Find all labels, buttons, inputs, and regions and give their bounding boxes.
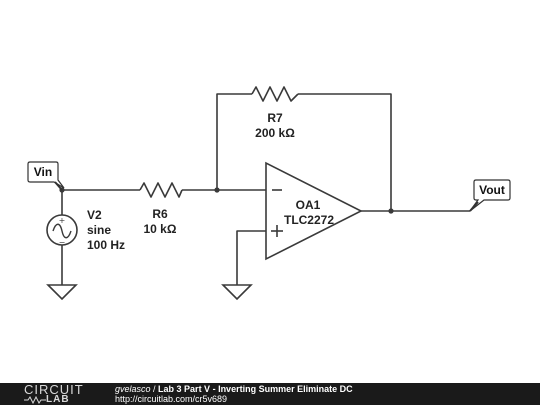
wire-feedback-left bbox=[216, 93, 252, 190]
ground-opamp bbox=[221, 284, 253, 301]
oa1-part: TLC2272 bbox=[284, 213, 334, 227]
vin-tag-icon bbox=[27, 161, 65, 189]
node-label-vout[interactable]: Vout bbox=[469, 179, 511, 212]
vin-tag-pointer bbox=[54, 181, 63, 191]
vout-tag-pointer bbox=[469, 201, 479, 212]
v2-name: V2 bbox=[87, 208, 102, 222]
circuitlab-logo[interactable]: CIRCUIT LAB bbox=[24, 383, 96, 405]
r7-value: 200 kΩ bbox=[255, 126, 295, 140]
ground-icon bbox=[221, 284, 253, 301]
resistor-r7-zigzag bbox=[251, 86, 299, 102]
node-label-vin[interactable]: Vin bbox=[27, 161, 65, 191]
footer-info: gvelasco / Lab 3 Part V - Inverting Summ… bbox=[115, 384, 353, 404]
junction-dot-inv bbox=[214, 187, 220, 193]
logo-text-lab-row: LAB bbox=[24, 395, 70, 405]
vout-tag-icon bbox=[469, 179, 511, 212]
logo-text-circuit: CIRCUIT bbox=[24, 382, 84, 397]
footer-bar: CIRCUIT LAB gvelasco / Lab 3 Part V - In… bbox=[0, 383, 540, 405]
resistor-r7[interactable]: R7 200 kΩ bbox=[251, 86, 299, 140]
wire-feedback-right bbox=[298, 93, 392, 211]
wires bbox=[61, 93, 470, 285]
v2-type: sine bbox=[87, 223, 111, 237]
ground-v2 bbox=[46, 284, 78, 301]
voltage-source-v2[interactable]: + − V2 sine 100 Hz bbox=[46, 208, 125, 252]
vout-label: Vout bbox=[479, 183, 505, 197]
opamp-triangle-icon bbox=[265, 161, 363, 261]
footer-separator: / bbox=[150, 384, 159, 394]
oa1-name: OA1 bbox=[296, 198, 321, 212]
resistor-r6-zigzag bbox=[139, 182, 183, 198]
footer-user[interactable]: gvelasco bbox=[115, 384, 151, 394]
footer-title: Lab 3 Part V - Inverting Summer Eliminat… bbox=[158, 384, 353, 394]
logo-resistor-icon bbox=[24, 396, 46, 404]
v2-freq: 100 Hz bbox=[87, 238, 125, 252]
footer-title-line: gvelasco / Lab 3 Part V - Inverting Summ… bbox=[115, 384, 353, 394]
circuit-schematic: R7 200 kΩ R6 10 kΩ + − V2 sine 100 Hz OA… bbox=[27, 86, 511, 301]
footer-url[interactable]: http://circuitlab.com/cr5v689 bbox=[115, 394, 228, 404]
resistor-r6[interactable]: R6 10 kΩ bbox=[139, 182, 183, 236]
r6-value: 10 kΩ bbox=[144, 222, 177, 236]
junction-dot-out bbox=[388, 208, 394, 214]
r6-name: R6 bbox=[152, 207, 168, 221]
vin-label: Vin bbox=[34, 165, 52, 179]
sine-wave-icon bbox=[52, 223, 72, 239]
ground-icon bbox=[46, 284, 78, 301]
source-minus-icon: − bbox=[59, 238, 66, 247]
r7-name: R7 bbox=[267, 111, 283, 125]
wire-noninv-to-ground bbox=[236, 230, 266, 285]
opamp-oa1[interactable]: OA1 TLC2272 bbox=[265, 161, 363, 261]
source-plus-icon: + bbox=[59, 216, 66, 225]
logo-text-lab: LAB bbox=[46, 394, 70, 405]
